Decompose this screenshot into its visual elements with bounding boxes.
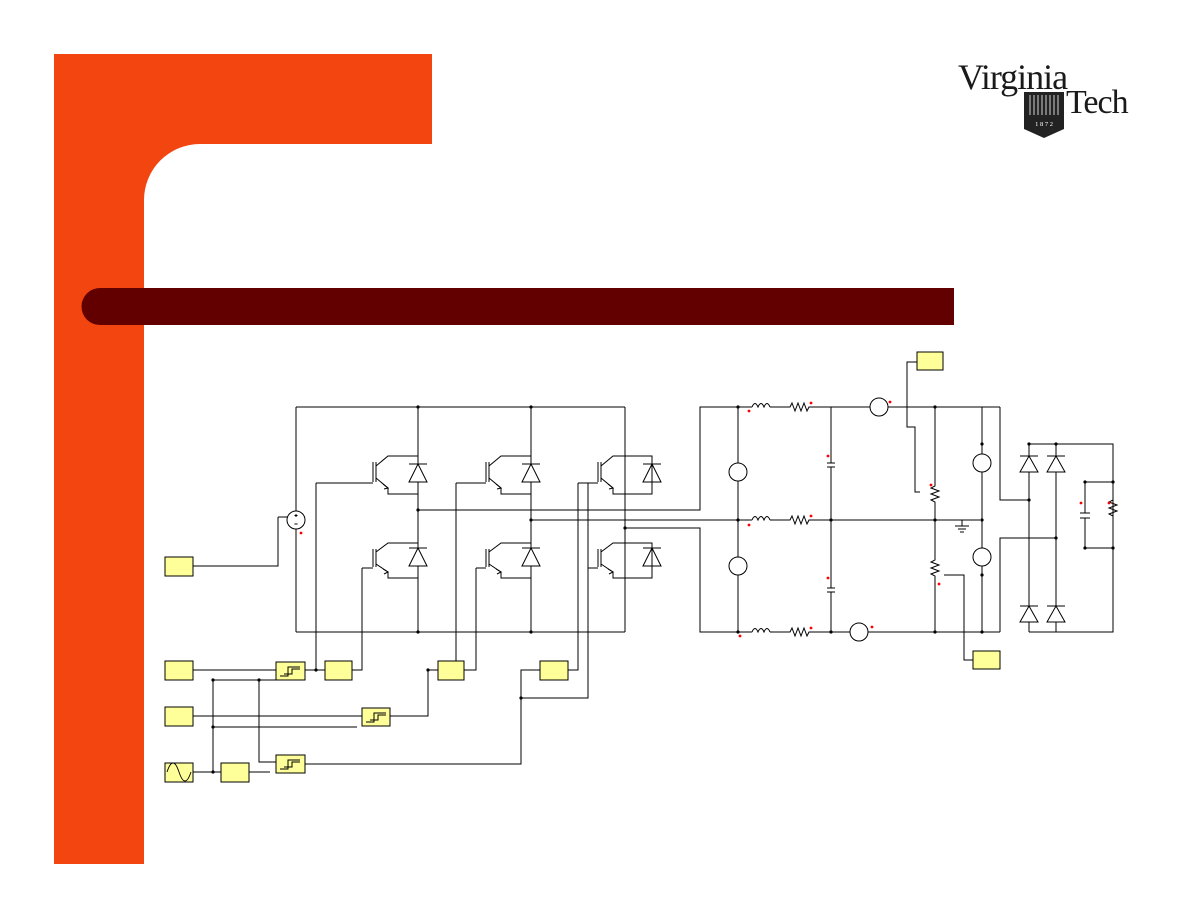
polarity-marker (1107, 501, 1111, 505)
junction-dot (933, 630, 937, 634)
polarity-marker (826, 576, 830, 580)
logo-word-tech: Tech (1066, 84, 1129, 121)
junction-dot (1054, 536, 1058, 540)
junction-dot (529, 405, 533, 409)
sense-wires (906, 361, 973, 661)
circuit-schematic (164, 351, 1119, 783)
junction-dot (1111, 480, 1115, 484)
igbt-icon (316, 455, 418, 579)
junction-dot (314, 668, 318, 672)
phase-output-wires (418, 406, 752, 633)
polarity-marker (888, 400, 892, 404)
junction-dot (1083, 480, 1087, 484)
dc-source-icon (286, 510, 306, 530)
polarity-marker (747, 523, 751, 527)
junction-dot (736, 518, 740, 522)
capacitor-icon (827, 407, 835, 632)
junction-dot (416, 405, 420, 409)
sense-resistor-icon (929, 407, 941, 632)
junction-dot (980, 518, 984, 522)
igbt-icon (578, 455, 625, 579)
polarity-marker (747, 409, 751, 413)
junction-dot (933, 518, 937, 522)
junction-dot (416, 630, 420, 634)
voltage-meter-icon (972, 407, 992, 632)
control-wires (193, 483, 589, 773)
inductor-icon (751, 403, 771, 634)
junction-dot (1111, 546, 1115, 550)
junction-dot (1083, 546, 1087, 550)
polarity-marker (299, 531, 303, 535)
freewheel-diode-icon (521, 462, 541, 567)
polarity-marker (809, 514, 813, 518)
polarity-marker (809, 626, 813, 630)
junction-dot (529, 630, 533, 634)
junction-dot (736, 630, 740, 634)
polarity-marker (929, 483, 933, 487)
junction-dot (829, 630, 833, 634)
junction-dot (1054, 442, 1058, 446)
polarity-marker (937, 582, 941, 586)
junction-dot (980, 573, 984, 577)
resistor-icon (770, 401, 980, 638)
junction-dot (623, 526, 627, 530)
polarity-marker (1079, 501, 1083, 505)
junction-dot (736, 405, 740, 409)
bridge-diode-icon (1019, 454, 1066, 623)
junction-dot (257, 678, 261, 682)
junction-dot (1027, 498, 1031, 502)
freewheel-diode-icon (408, 462, 428, 567)
control-block-icon (164, 351, 1001, 783)
junction-dot (211, 770, 215, 774)
polarity-marker (870, 625, 874, 629)
polarity-marker (826, 454, 830, 458)
logo-shield-digits: 1 8 7 2 (1035, 121, 1053, 128)
comparator-icon (275, 661, 391, 774)
junction-dot (933, 405, 937, 409)
junction-dot (829, 518, 833, 522)
logo-shield: 1 8 7 2 (1024, 92, 1064, 138)
junction-dots (211, 405, 1115, 774)
orange-frame (54, 54, 432, 864)
sine-source-icon (164, 762, 194, 783)
junction-dot (211, 725, 215, 729)
junction-dot (519, 696, 523, 700)
polarity-marker (738, 634, 742, 638)
logo-word-virginia: Virginia (958, 57, 1068, 97)
rectifier-wires (999, 407, 1119, 633)
junction-dot (980, 630, 984, 634)
junction-dot (529, 518, 533, 522)
junction-dot (416, 508, 420, 512)
title-bar (81, 288, 954, 325)
junction-dot (1027, 442, 1031, 446)
freewheel-diode-icon (625, 455, 662, 579)
igbt-icon (456, 455, 531, 579)
junction-dot (980, 442, 984, 446)
polarity-markers (299, 400, 1111, 638)
ground-icon (955, 520, 969, 533)
junction-dot (211, 678, 215, 682)
polarity-marker (809, 401, 813, 405)
junction-dot (426, 668, 430, 672)
